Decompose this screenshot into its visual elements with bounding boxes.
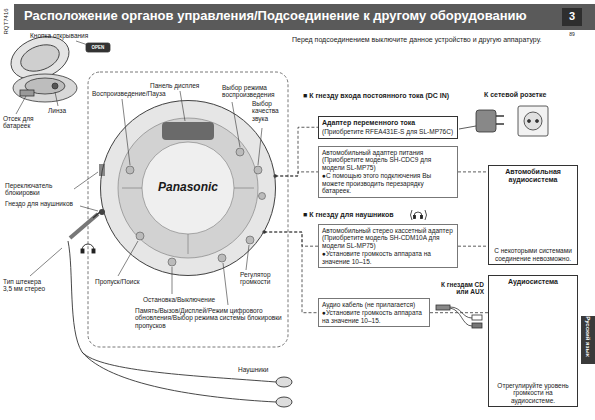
node-heading: Аудио кабель (не прилагается) — [322, 301, 426, 308]
connector-line — [264, 232, 318, 246]
page-number-box — [562, 8, 582, 26]
adapter-box: Автомобильный стерео кассетный адаптер (… — [318, 224, 458, 268]
part-label: Панель дисплея — [150, 82, 214, 89]
headphone-symbol — [81, 244, 95, 253]
node-body: Отрегулируйте уровень громкости на аудио… — [492, 382, 574, 404]
part-label: Гнездо для наушников — [5, 200, 81, 207]
part-label: Выбор режима воспроизведения — [222, 84, 286, 99]
node-heading: Автомобильный стерео кассетный адаптер (… — [322, 227, 454, 249]
section-heading: ■ К гнезду входа постоянного тока (DC IN… — [303, 92, 483, 100]
node-heading: Panasonic — [158, 181, 218, 195]
language-tab-text: Русский язык — [585, 314, 592, 358]
ac-adapter-drawing — [459, 106, 548, 136]
page-index: 89 — [562, 32, 582, 38]
part-label: Воспроизведение/Пауза — [92, 90, 182, 97]
button-text: OPEN — [86, 45, 110, 50]
cable-box: Аудио кабель (не прилагается)●Установите… — [318, 298, 430, 327]
node-heading: Адаптер переменного тока — [322, 119, 454, 127]
callout-label: К сетевой розетке — [484, 91, 584, 99]
document-code: RQT7416 — [3, 1, 10, 41]
node-body: ●Установите громкость аппарата на значен… — [322, 250, 454, 265]
headphone-jack-symbol — [411, 210, 427, 220]
equipment-box: Автомобильная аудиосистема С некоторыми с… — [488, 165, 578, 265]
adapter-box: Адаптер переменного тока(Приобретите RFE… — [318, 116, 458, 139]
part-label: Линза — [48, 107, 78, 114]
connector-line — [264, 232, 318, 313]
part-label: Регулятор громкости — [240, 271, 286, 286]
player-body: Panasonic — [100, 100, 276, 276]
callout-label: К гнездам CD или AUX — [428, 281, 484, 296]
node-heading: Автомобильная аудиосистема — [492, 168, 574, 184]
part-label: Наушники — [238, 366, 288, 373]
node-body: С некоторыми системами соединение невозм… — [492, 247, 574, 262]
part-label: Пропуск/Поиск — [95, 278, 155, 285]
part-label: Кнопка открывания — [30, 32, 100, 39]
part-label: Тип штекера 3,5 мм стерео — [3, 278, 51, 293]
adapter-box: Автомобильный адаптер питания (Приобрети… — [318, 146, 458, 198]
audio-cable-drawing — [436, 305, 482, 328]
node-heading: Аудиосистема — [492, 278, 574, 286]
connector-line — [275, 172, 318, 176]
node-body: (Приобретите RFEA431E-S для SL-MP76C) — [322, 128, 454, 135]
leader-lines — [16, 41, 262, 305]
headphones-drawing — [68, 212, 292, 407]
equipment-box: АудиосистемаОтрегулируйте уровень громко… — [488, 275, 578, 407]
note: Перед подсоединением выключите данное ус… — [292, 36, 592, 44]
page-title: Расположение органов управления/Подсоеди… — [24, 9, 554, 24]
player-drawing — [99, 100, 276, 276]
part-label: Память/Вызов/Дисплей/Режим цифрового обн… — [135, 307, 285, 329]
node-body: ●Установите громкость аппарата на значен… — [322, 309, 426, 324]
connector-line — [430, 312, 488, 313]
part-label: Остановка/Выключение — [143, 296, 221, 303]
part-label: Отсек для батареек — [3, 115, 43, 130]
part-label: Выбор качества звука — [252, 100, 288, 122]
part-label: Переключатель блокировки — [5, 182, 75, 197]
connector-line — [458, 171, 488, 172]
node-heading: Автомобильный адаптер питания (Приобрети… — [322, 149, 454, 171]
dashed-region — [88, 72, 288, 347]
page-number: 3 — [562, 10, 582, 23]
connector-line — [275, 127, 318, 176]
connector-line — [458, 246, 488, 247]
section-heading: ■ К гнезду для наушников — [303, 211, 411, 219]
node-body: ●С помощью этого подключения Вы можете п… — [322, 172, 454, 194]
header-band — [14, 4, 595, 30]
